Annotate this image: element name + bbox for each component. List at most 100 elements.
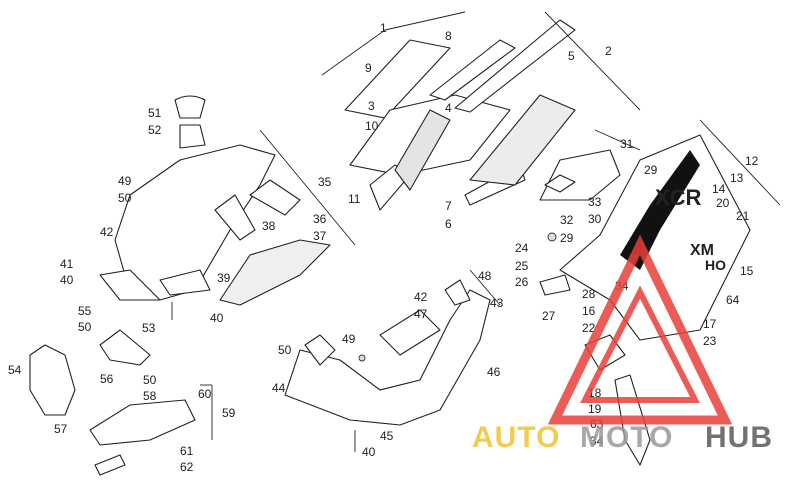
callout-53: 53 bbox=[142, 321, 156, 335]
callout-4: 4 bbox=[445, 101, 452, 115]
callout-50c: 50 bbox=[143, 373, 157, 387]
callout-35: 35 bbox=[318, 175, 332, 189]
callout-40a: 40 bbox=[60, 273, 74, 287]
watermark-hub: HUB bbox=[705, 421, 773, 454]
callout-3: 3 bbox=[368, 99, 375, 113]
callout-39: 39 bbox=[217, 271, 231, 285]
callout-21: 21 bbox=[736, 209, 750, 223]
callout-61: 61 bbox=[180, 444, 194, 458]
callout-20: 20 bbox=[716, 196, 730, 210]
callout-11: 11 bbox=[348, 192, 361, 206]
bracket-55 bbox=[99, 329, 151, 366]
trim-strip-8 bbox=[429, 39, 516, 101]
callout-28: 28 bbox=[582, 287, 596, 301]
leader-lines bbox=[200, 11, 781, 440]
vent-3 bbox=[394, 109, 451, 191]
callout-13: 13 bbox=[730, 171, 744, 185]
panel-39 bbox=[159, 269, 211, 296]
windshield-panel bbox=[344, 39, 451, 119]
lens-32 bbox=[544, 174, 576, 193]
callout-19: 19 bbox=[588, 402, 602, 416]
console-group bbox=[99, 95, 331, 320]
callout-43: 43 bbox=[490, 296, 504, 310]
panel-37 bbox=[219, 239, 331, 306]
callout-50b: 50 bbox=[78, 320, 92, 334]
trim-strip-5 bbox=[454, 19, 576, 113]
callout-37: 37 bbox=[313, 229, 327, 243]
callout-40c: 40 bbox=[362, 445, 376, 459]
headlight-hood-group bbox=[539, 149, 621, 201]
callout-12: 12 bbox=[745, 154, 759, 168]
belly-pan bbox=[284, 289, 491, 426]
callout-48: 48 bbox=[478, 269, 492, 283]
gauge-ring-51 bbox=[174, 95, 206, 119]
headlight-hood bbox=[539, 149, 621, 201]
decal-xm: XM bbox=[690, 242, 714, 259]
callout-36: 36 bbox=[313, 212, 327, 226]
trim-41 bbox=[99, 269, 161, 301]
cover-58 bbox=[89, 399, 196, 446]
callout-50a: 50 bbox=[118, 191, 132, 205]
decal-xcr: XCR bbox=[655, 185, 702, 210]
callout-58: 58 bbox=[143, 389, 157, 403]
callout-22: 22 bbox=[582, 321, 596, 335]
callout-16: 16 bbox=[582, 304, 596, 318]
callout-54: 54 bbox=[8, 363, 22, 377]
callout-49a: 49 bbox=[118, 174, 132, 188]
callout-27: 27 bbox=[542, 309, 556, 323]
callout-62: 62 bbox=[180, 460, 194, 474]
callout-23: 23 bbox=[703, 334, 717, 348]
gauge-bezel-52 bbox=[179, 124, 206, 149]
callout-49b: 49 bbox=[342, 332, 356, 346]
callouts: 1 2 3 4 5 6 7 8 9 10 11 12 13 14 15 16 1… bbox=[8, 21, 759, 474]
bracket-26 bbox=[539, 274, 571, 296]
fastener-49 bbox=[358, 354, 366, 362]
watermark-auto: AUTO bbox=[472, 421, 560, 454]
callout-2: 2 bbox=[605, 44, 612, 58]
callout-8: 8 bbox=[445, 29, 452, 43]
callout-59: 59 bbox=[222, 406, 236, 420]
callout-6: 6 bbox=[445, 217, 452, 231]
callout-26: 26 bbox=[515, 275, 529, 289]
callout-42b: 42 bbox=[414, 290, 428, 304]
callout-56: 56 bbox=[100, 372, 114, 386]
callout-24: 24 bbox=[515, 241, 529, 255]
bracket-50 bbox=[304, 334, 336, 366]
callout-38: 38 bbox=[262, 219, 276, 233]
callout-5: 5 bbox=[568, 49, 575, 63]
callout-9: 9 bbox=[365, 61, 372, 75]
callout-52: 52 bbox=[148, 123, 162, 137]
callout-41: 41 bbox=[60, 257, 74, 271]
side-panel-54 bbox=[29, 344, 76, 416]
callout-60: 60 bbox=[198, 387, 212, 401]
callout-1: 1 bbox=[380, 21, 387, 35]
watermark-triangle-outer bbox=[547, 234, 733, 425]
side-panel-group bbox=[29, 329, 196, 476]
bracket-47 bbox=[379, 309, 441, 356]
belly-pan-group bbox=[284, 279, 491, 452]
callout-46: 46 bbox=[487, 365, 501, 379]
callout-64: 64 bbox=[726, 293, 740, 307]
watermark-moto: MOTO bbox=[580, 421, 673, 454]
callout-32: 32 bbox=[560, 213, 574, 227]
callout-47: 47 bbox=[414, 307, 428, 321]
callout-45: 45 bbox=[380, 429, 394, 443]
callout-44: 44 bbox=[272, 381, 286, 395]
watermark: AUTO MOTO HUB bbox=[472, 234, 773, 454]
clip-62 bbox=[94, 454, 126, 476]
callout-55: 55 bbox=[78, 304, 92, 318]
watermark-triangle-inner bbox=[580, 285, 700, 403]
panel-36 bbox=[249, 179, 301, 216]
callout-57: 57 bbox=[54, 422, 68, 436]
callout-42a: 42 bbox=[100, 225, 114, 239]
callout-29a: 29 bbox=[644, 163, 658, 177]
callout-34b: 34 bbox=[590, 434, 604, 448]
callout-31: 31 bbox=[620, 137, 634, 151]
callout-33: 33 bbox=[588, 195, 602, 209]
callout-15: 15 bbox=[740, 264, 754, 278]
side-panel-7 bbox=[469, 94, 576, 186]
bracket-38 bbox=[214, 194, 256, 241]
callout-50d: 50 bbox=[278, 343, 292, 357]
